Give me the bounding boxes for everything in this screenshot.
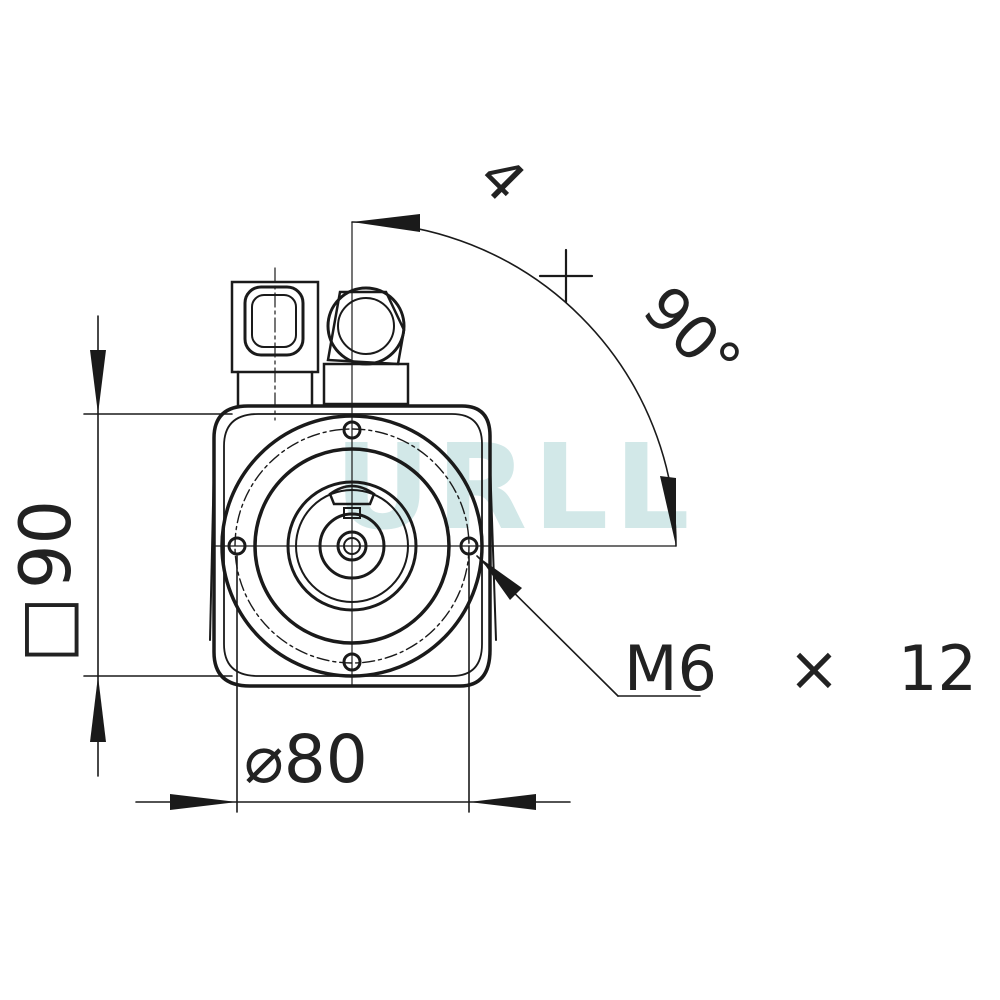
square-symbol: □ <box>5 597 87 663</box>
square-value: 90 <box>5 500 87 589</box>
thread-label: M6 × 12 <box>624 632 977 705</box>
thread-length: 12 <box>898 632 977 705</box>
square-dimension-label: □ 90 <box>5 500 87 663</box>
arc-plus-mark <box>538 248 594 304</box>
thread-times: × <box>788 632 840 705</box>
angle-value: 90° <box>629 273 754 398</box>
thread-size: M6 <box>624 632 717 705</box>
hole-count: 4 <box>466 144 537 215</box>
square-dimension-lines <box>83 315 233 777</box>
thread-leader-arrow <box>480 558 522 600</box>
diameter-label: ⌀80 <box>244 721 368 798</box>
diameter-dimension-arrows <box>170 794 536 810</box>
signal-connector <box>322 286 410 406</box>
angle-arc <box>351 221 677 547</box>
motor-flange <box>209 404 497 688</box>
angle-label: 4 90° <box>466 144 754 398</box>
center-lines <box>213 221 677 687</box>
power-connector <box>230 267 320 421</box>
angle-arc-arrows <box>352 214 676 546</box>
square-dimension-arrows <box>90 350 106 742</box>
watermark-text: URLL <box>334 418 695 556</box>
